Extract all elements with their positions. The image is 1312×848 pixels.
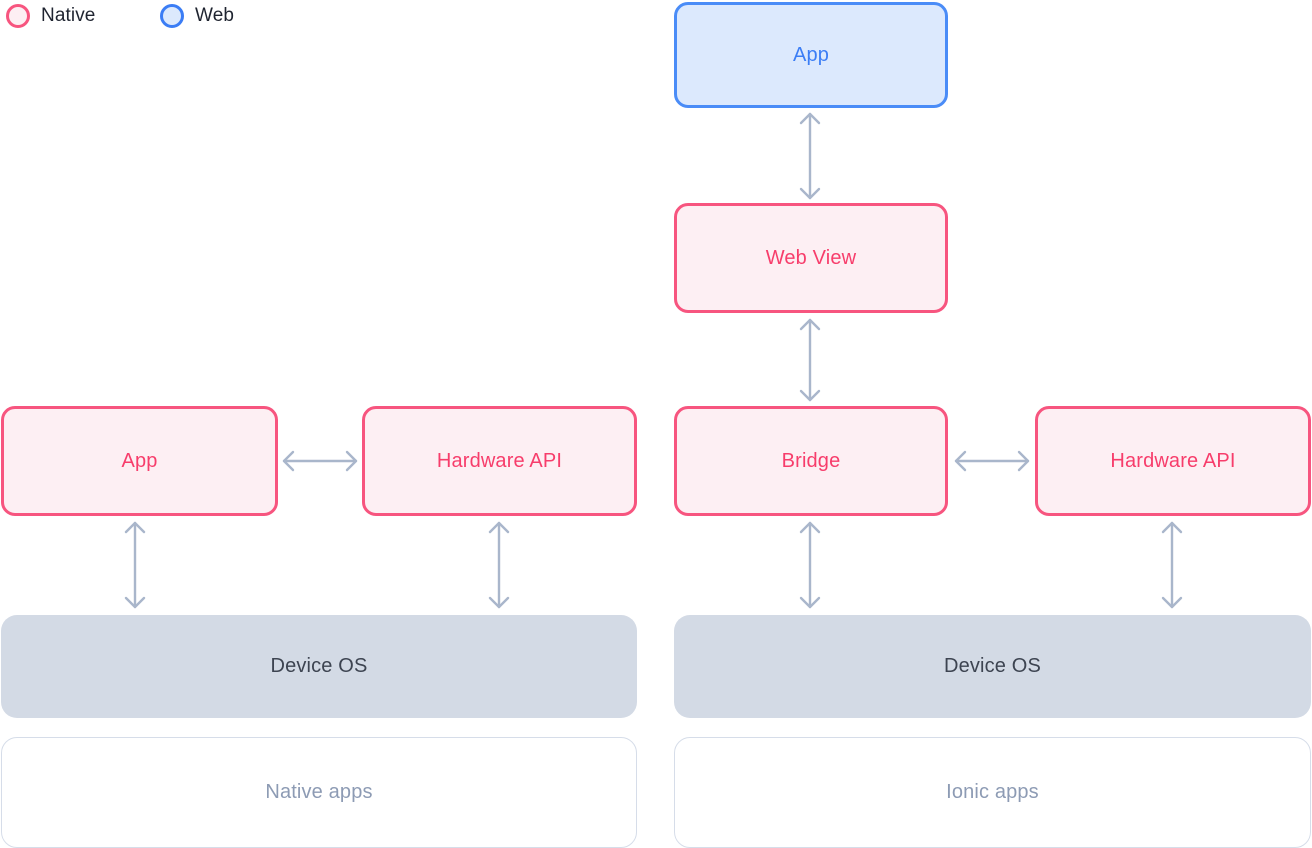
node-web-view: Web View — [674, 203, 948, 313]
legend-item-web: Web — [160, 3, 234, 29]
legend-item-label: Native — [41, 5, 96, 26]
node-native-hardware-api: Hardware API — [362, 406, 637, 516]
node-label: Hardware API — [1110, 449, 1236, 472]
node-ionic-apps: Ionic apps — [674, 737, 1311, 848]
node-ionic-device-os: Device OS — [674, 615, 1311, 718]
arrow-bridge-to-os — [798, 521, 822, 609]
circle-outline-icon — [6, 4, 30, 28]
node-label: App — [792, 43, 830, 66]
circle-outline-icon — [160, 4, 184, 28]
arrow-webview-to-bridge — [798, 318, 822, 402]
node-label: Web View — [765, 246, 857, 269]
node-bridge: Bridge — [674, 406, 948, 516]
node-label: Ionic apps — [946, 781, 1039, 803]
node-ionic-hardware-api: Hardware API — [1035, 406, 1311, 516]
node-native-apps: Native apps — [1, 737, 637, 848]
node-label: App — [121, 449, 158, 472]
arrow-native-hw-to-os — [487, 521, 511, 609]
node-web-app: App — [674, 2, 948, 108]
node-label: Device OS — [944, 655, 1041, 677]
arrow-app-to-webview — [798, 112, 822, 200]
arrow-native-app-to-hardware-api — [282, 449, 358, 473]
node-label: Device OS — [270, 655, 368, 677]
node-native-app: App — [1, 406, 278, 516]
node-native-device-os: Device OS — [1, 615, 637, 718]
legend-item-label: Web — [195, 5, 235, 26]
arrow-ionic-hw-to-os — [1160, 521, 1184, 609]
node-label: Bridge — [781, 449, 841, 472]
node-label: Hardware API — [436, 449, 563, 472]
node-label: Native apps — [265, 781, 373, 803]
legend-item-native: Native — [6, 3, 95, 29]
arrow-bridge-to-hardware-api — [954, 449, 1030, 473]
arrow-native-app-to-os — [123, 521, 147, 609]
